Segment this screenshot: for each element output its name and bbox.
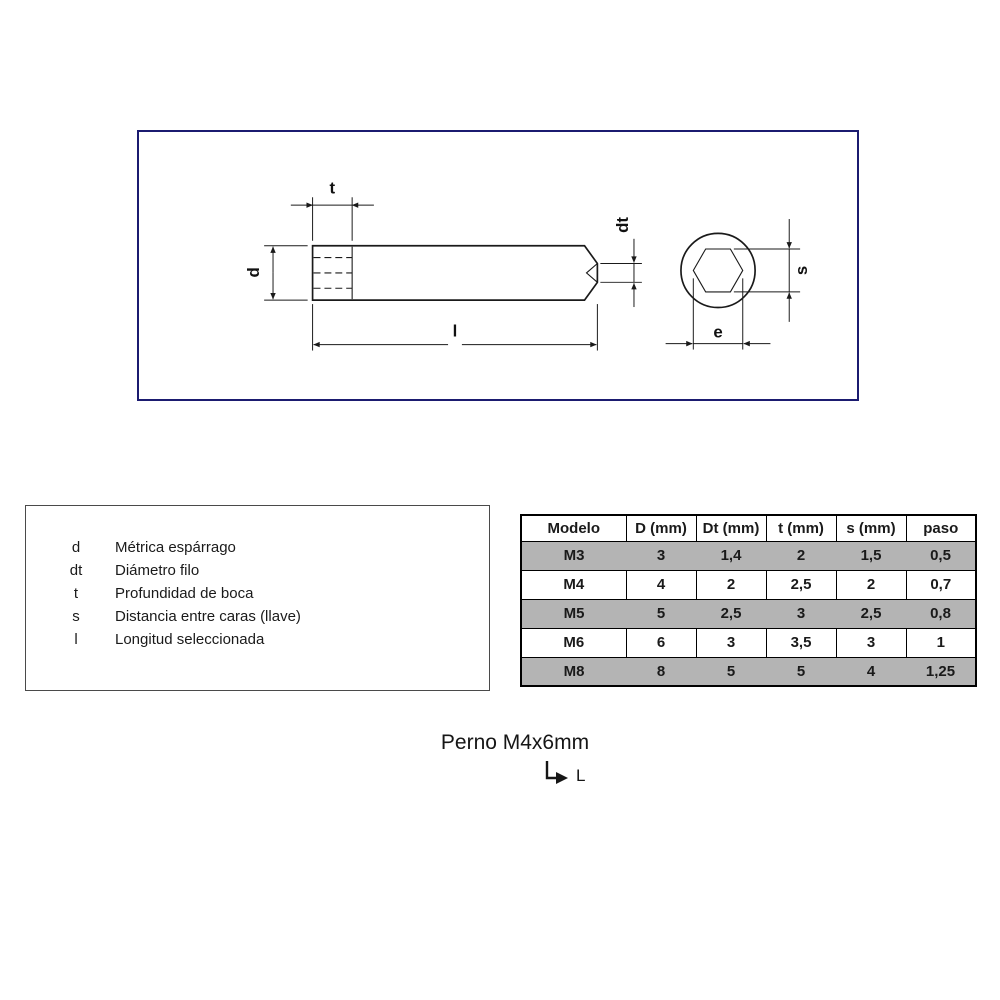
corner-arrow-icon	[545, 761, 568, 784]
legend-item: dt Diámetro filo	[26, 559, 489, 582]
table-cell: 1,4	[696, 540, 766, 571]
table-cell: 2	[766, 540, 836, 571]
legend-symbol: dt	[69, 562, 83, 579]
legend-symbol: s	[72, 608, 80, 625]
setscrew-end-view	[680, 232, 756, 309]
table-cell: 3	[626, 540, 696, 571]
legend-description: Métrica espárrago	[115, 539, 236, 556]
legend-item: s Distancia entre caras (llave)	[26, 605, 489, 628]
table-header-cell: paso	[905, 514, 977, 542]
table-cell: 1,25	[906, 656, 976, 687]
dim-label-l: l	[453, 322, 458, 341]
table-cell: M8	[521, 656, 626, 687]
dim-label-t: t	[330, 178, 336, 197]
table-row: M5 5 2,5 3 2,5 0,8	[521, 598, 976, 629]
legend-symbol: d	[71, 539, 81, 556]
table-cell: 2,5	[696, 598, 766, 629]
setscrew-drawing: t d l	[244, 178, 811, 351]
length-arrow: L	[543, 760, 585, 786]
table-header-cell: Dt (mm)	[695, 514, 767, 542]
legend-description: Profundidad de boca	[115, 585, 254, 602]
dimension-t: t	[290, 178, 374, 241]
legend-symbol: t	[73, 585, 79, 602]
table-cell: 3	[766, 598, 836, 629]
table-cell: 5	[766, 656, 836, 687]
legend-item: d Métrica espárrago	[26, 536, 489, 559]
table-header-cell: D (mm)	[625, 514, 697, 542]
table-cell: 2	[695, 569, 767, 600]
technical-drawing-frame: t d l	[137, 130, 859, 401]
table-cell: 3,5	[765, 627, 837, 658]
table-cell: 3	[695, 627, 767, 658]
legend-symbol: l	[74, 631, 78, 648]
table-cell: M3	[521, 540, 626, 571]
dim-label-dt: dt	[613, 217, 632, 233]
table-cell: 4	[836, 656, 906, 687]
dim-label-d: d	[244, 267, 263, 277]
dimension-s: s	[733, 219, 811, 322]
hex-socket	[692, 248, 744, 293]
legend-description: Distancia entre caras (llave)	[115, 608, 301, 625]
table-cell: 1	[905, 627, 977, 658]
table-cell: 8	[626, 656, 696, 687]
table-cell: 5	[696, 656, 766, 687]
table-header-cell: t (mm)	[765, 514, 837, 542]
dimension-dt: dt	[600, 217, 642, 308]
dim-label-e: e	[713, 323, 722, 342]
setscrew-side-view	[311, 244, 599, 301]
table-cell: 0,5	[906, 540, 976, 571]
legend-box: d Métrica espárrago dt Diámetro filo t P…	[25, 505, 490, 691]
product-caption: Perno M4x6mm	[440, 731, 590, 754]
dimensions-table: Modelo D (mm) Dt (mm) t (mm) s (mm) paso…	[520, 514, 977, 687]
table-row: M4 4 2 2,5 2 0,7	[520, 569, 977, 600]
table-row: M8 8 5 5 4 1,25	[521, 656, 976, 687]
legend-description: Longitud seleccionada	[115, 631, 265, 648]
table-cell: 2	[835, 569, 907, 600]
table-header-cell: Modelo	[520, 514, 627, 542]
dimension-e: e	[665, 278, 771, 350]
table-cell: M4	[520, 569, 627, 600]
table-cell: 6	[625, 627, 697, 658]
table-cell: 4	[625, 569, 697, 600]
length-label: L	[576, 766, 586, 785]
table-cell: 5	[626, 598, 696, 629]
table-row: M6 6 3 3,5 3 1	[520, 627, 977, 658]
dimension-l: l	[312, 304, 598, 351]
hidden-socket-lines	[313, 257, 353, 289]
table-header-cell: s (mm)	[835, 514, 907, 542]
table-cell: 3	[835, 627, 907, 658]
table-cell: 0,7	[905, 569, 977, 600]
table-cell: 2,5	[765, 569, 837, 600]
dim-label-s: s	[792, 266, 811, 275]
legend-description: Diámetro filo	[115, 562, 200, 579]
dimension-d: d	[244, 245, 308, 301]
table-cell: M5	[521, 598, 626, 629]
table-row: M3 3 1,4 2 1,5 0,5	[521, 540, 976, 571]
table-cell: M6	[520, 627, 627, 658]
table-cell: 0,8	[906, 598, 976, 629]
legend-item: l Longitud seleccionada	[26, 628, 489, 651]
table-header-row: Modelo D (mm) Dt (mm) t (mm) s (mm) paso	[520, 514, 977, 542]
table-cell: 1,5	[836, 540, 906, 571]
legend-item: t Profundidad de boca	[26, 582, 489, 605]
table-cell: 2,5	[836, 598, 906, 629]
